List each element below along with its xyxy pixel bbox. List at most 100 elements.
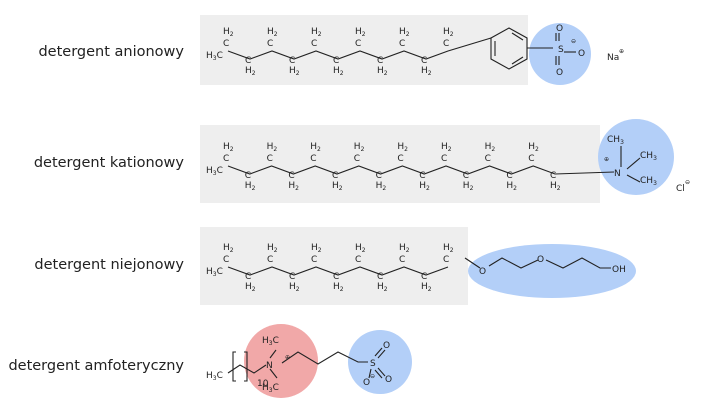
- ch3-group: H3C: [206, 371, 223, 382]
- ch2-group: H2: [354, 142, 365, 153]
- nitrogen-atom: N: [614, 169, 621, 179]
- anionic-tail-box: [200, 15, 528, 85]
- carbon-atom: C: [289, 56, 295, 66]
- anionic-headgroup: S O O O ⊖ Na ⊕: [490, 24, 624, 78]
- ch2-group: H2: [441, 142, 452, 153]
- oxygen-atom: O: [383, 341, 390, 351]
- sulfur-atom: S: [558, 45, 564, 55]
- ch2-group: H2: [463, 181, 474, 192]
- alkyl-chains: H3CH2CH2CH2CH2CH2CH2CH2CH2CH2CH2CH2CH3CH…: [206, 27, 615, 293]
- ch2-group: H2: [421, 66, 432, 77]
- carbon-atom: C: [333, 56, 339, 66]
- carbon-atom: C: [443, 39, 449, 49]
- cationic-head: [598, 119, 674, 195]
- ch2-group: H2: [355, 27, 366, 38]
- carbon-atom: C: [463, 171, 469, 181]
- carbon-atom: C: [485, 154, 491, 164]
- carbon-atom: C: [528, 154, 534, 164]
- ch2-group: H2: [333, 66, 344, 77]
- ch2-group: H2: [333, 282, 344, 293]
- amphoteric-cationic-head: [244, 324, 318, 398]
- carbon-atom: C: [377, 56, 383, 66]
- ch3-group: H3C: [206, 267, 223, 278]
- amphoteric-anionic-head: [348, 330, 412, 394]
- carbon-atom: C: [397, 154, 403, 164]
- carbon-atom: C: [399, 39, 405, 49]
- carbon-atom: C: [550, 171, 556, 181]
- carbon-atom: C: [311, 255, 317, 265]
- ch2-group: H2: [528, 142, 539, 153]
- plus-charge: ⊕: [604, 156, 609, 163]
- repeat-count: 10: [257, 379, 269, 389]
- nonionic-head: [468, 244, 636, 298]
- ch2-group: H2: [376, 181, 387, 192]
- carbon-atom: C: [443, 255, 449, 265]
- carbon-atom: C: [245, 272, 251, 282]
- label-nonionic: detergent niejonowy: [34, 257, 184, 273]
- carbon-atom: C: [355, 39, 361, 49]
- minus-charge: ⊖: [571, 38, 576, 45]
- ch2-group: H2: [311, 27, 322, 38]
- ch2-group: H2: [485, 142, 496, 153]
- oxygen-atom: O: [479, 267, 486, 277]
- plus-charge: ⊕: [285, 354, 290, 361]
- carbon-atom: C: [333, 272, 339, 282]
- carbon-atom: C: [288, 171, 294, 181]
- carbon-atom: C: [223, 255, 229, 265]
- ch2-group: H2: [399, 243, 410, 254]
- cationic-headgroup: CH3 CH3 CH3 N ⊕ Cl ⊖: [604, 135, 690, 194]
- amphoteric-structure: H3C 10 N ⊕ H3C H3C S O O O ⊖: [206, 336, 392, 394]
- ch2-group: H2: [223, 142, 234, 153]
- ch2-group: H2: [419, 181, 430, 192]
- minus-charge: ⊖: [685, 179, 690, 186]
- oxygen-atom: O: [556, 24, 563, 34]
- ch2-group: H2: [332, 181, 343, 192]
- ch2-group: H2: [223, 243, 234, 254]
- ch3-group: CH3: [607, 135, 624, 146]
- ch2-group: H2: [550, 181, 561, 192]
- carbon-atom: C: [332, 171, 338, 181]
- ch3-group: CH3: [640, 176, 657, 187]
- carbon-backbone: [227, 165, 615, 175]
- nitrogen-atom: N: [266, 361, 273, 371]
- ch2-group: H2: [267, 243, 278, 254]
- ch2-group: H2: [399, 27, 410, 38]
- carbon-atom: C: [245, 56, 251, 66]
- carbon-atom: C: [267, 39, 273, 49]
- ch3-group: H3C: [262, 383, 279, 394]
- label-amphoteric: detergent amfoteryczny: [8, 358, 184, 374]
- carbon-atom: C: [267, 255, 273, 265]
- carbon-atom: C: [506, 171, 512, 181]
- carbon-atom: C: [419, 171, 425, 181]
- carbon-atom: C: [289, 272, 295, 282]
- carbon-atom: C: [223, 154, 229, 164]
- carbon-atom: C: [421, 272, 427, 282]
- carbon-atom: C: [421, 56, 427, 66]
- ch2-group: H2: [245, 282, 256, 293]
- ch2-group: H2: [421, 282, 432, 293]
- label-anionic: detergent anionowy: [38, 44, 184, 60]
- nonionic-tail-box: [200, 227, 468, 305]
- anionic-head: [529, 23, 591, 85]
- ch3-group: H3C: [206, 51, 223, 62]
- oxygen-atom: O: [556, 68, 563, 78]
- ch2-group: H2: [377, 282, 388, 293]
- oxygen-atom: O: [578, 49, 585, 59]
- ch2-group: H2: [310, 142, 321, 153]
- carbon-atom: C: [245, 171, 251, 181]
- carbon-atom: C: [310, 154, 316, 164]
- carbon-atom: C: [223, 39, 229, 49]
- ch3-group: H3C: [262, 336, 279, 347]
- minus-charge: ⊖: [370, 373, 375, 380]
- ch2-group: H2: [267, 142, 278, 153]
- plus-charge: ⊕: [619, 48, 624, 55]
- ch3-group: H3C: [206, 166, 223, 177]
- carbon-atom: C: [377, 272, 383, 282]
- carbon-atom: C: [354, 154, 360, 164]
- ch2-group: H2: [377, 66, 388, 77]
- carbon-backbone: [227, 266, 449, 276]
- ch2-group: H2: [223, 27, 234, 38]
- ch2-group: H2: [288, 181, 299, 192]
- oxygen-atom: O: [537, 255, 544, 265]
